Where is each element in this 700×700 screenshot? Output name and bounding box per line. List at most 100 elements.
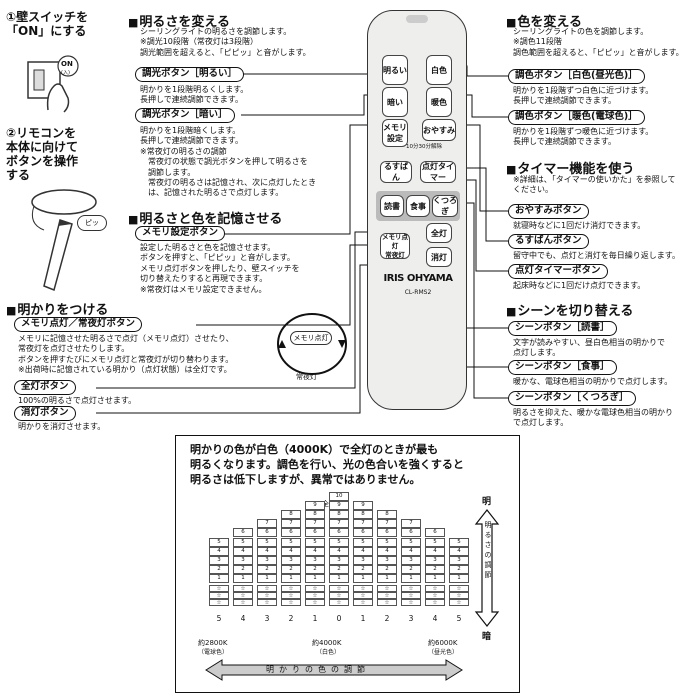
k-left-sub: （電球色） xyxy=(198,649,229,656)
brand-logo: IRIS OHYAMA xyxy=(383,273,453,284)
brightness-cell: 2 xyxy=(305,564,325,574)
brightness-cell: 2 xyxy=(425,564,445,574)
remote-scene-read-button[interactable]: 読書 xyxy=(380,195,404,217)
brightness-cell: 1 xyxy=(329,573,349,583)
brightness-cell: 7 xyxy=(329,519,349,529)
memory-light-desc: メモリに記憶させた明るさで点灯（メモリ点灯）させたり、 常夜灯を点灯させたりしま… xyxy=(18,334,234,375)
sleep-button-label: おやすみボタン xyxy=(508,204,589,219)
cycle-diagram-icon xyxy=(277,313,347,375)
brightness-cell: 3 xyxy=(425,555,445,565)
brightness-cell: 1 xyxy=(305,573,325,583)
brightness-cell: 3 xyxy=(449,555,469,565)
wall-switch-icon xyxy=(27,55,79,113)
remote-off-button[interactable]: 消灯 xyxy=(426,247,452,267)
axis-horizontal-label: 明かりの色の調節 xyxy=(266,665,370,674)
brightness-cell: 1 xyxy=(257,573,277,583)
remote-dark-button[interactable]: 暗い xyxy=(382,87,408,117)
brightness-cell: 8 xyxy=(305,510,325,520)
brightness-cell: 7 xyxy=(353,519,373,529)
night-light-cell: ☆ xyxy=(281,599,301,606)
night-light-cell: ☆ xyxy=(257,585,277,592)
brightness-cell: 3 xyxy=(377,555,397,565)
night-light-cell: ☆ xyxy=(401,592,421,599)
brightness-cell: 8 xyxy=(353,510,373,520)
remote-away-button[interactable]: るすばん xyxy=(380,161,412,183)
night-light-cell: ☆ xyxy=(425,585,445,592)
brightness-cell: 6 xyxy=(305,528,325,538)
night-light-cell: ☆ xyxy=(209,592,229,599)
switch-on-label: ON xyxy=(61,60,73,68)
night-light-cell: ☆ xyxy=(353,585,373,592)
night-light-cell: ☆ xyxy=(329,599,349,606)
night-light-cell: ☆ xyxy=(305,585,325,592)
remote-on-timer-button[interactable]: 点灯タイマー xyxy=(420,161,456,183)
scale-tick: 2 xyxy=(288,614,294,623)
night-light-cell: ☆ xyxy=(305,599,325,606)
night-light-cell: ☆ xyxy=(401,599,421,606)
night-light-cell: ☆ xyxy=(281,585,301,592)
scale-tick: 4 xyxy=(432,614,438,623)
remote-memory-set-button[interactable]: メモリ 設定 xyxy=(382,119,408,147)
brightness-cell: 2 xyxy=(353,564,373,574)
night-light-cell: ☆ xyxy=(377,599,397,606)
scale-tick: 1 xyxy=(312,614,318,623)
brightness-cell: 3 xyxy=(281,555,301,565)
remote-scene-relax-button[interactable]: くつろぎ xyxy=(432,195,458,217)
k-right-label: 約6000K xyxy=(428,639,458,647)
brightness-cell: 5 xyxy=(377,537,397,547)
brightness-cell: 4 xyxy=(233,546,253,556)
remote-sleep-button[interactable]: おやすみ xyxy=(422,119,456,141)
remote-bright-button[interactable]: 明るい xyxy=(382,55,408,85)
brightness-cell: 4 xyxy=(401,546,421,556)
remote-memory-light-button[interactable]: メモリ点灯 常夜灯 xyxy=(380,232,410,259)
step-1-text: ①壁スイッチを 「ON」にする xyxy=(6,10,89,38)
sleep-button-desc: 就寝時などに1回だけ消灯できます。 xyxy=(513,221,646,230)
brightness-cell: 7 xyxy=(305,519,325,529)
brightness-cell: 3 xyxy=(401,555,421,565)
scale-tick: 3 xyxy=(264,614,270,623)
night-light-cell: ☆ xyxy=(449,599,469,606)
scene-title: シーンを切り替える xyxy=(506,300,633,319)
brightness-cell: 8 xyxy=(329,510,349,520)
full-light-label: 全灯ボタン xyxy=(14,380,76,395)
color-desc: シーリングライトの色を調節します。 ※調色11段階 調色範囲を超えると、「ピピッ… xyxy=(513,27,684,57)
brightness-cell: 5 xyxy=(353,537,373,547)
night-light-cell: ☆ xyxy=(425,599,445,606)
remote-control: 明るい 暗い 白色 暖色 メモリ 設定 おやすみ 10分30分解除 るすばん 点… xyxy=(367,10,467,410)
horizontal-arrow-icon xyxy=(205,659,463,681)
brightness-cell: 4 xyxy=(353,546,373,556)
axis-dark-label: 暗 xyxy=(482,632,492,642)
brightness-cell: 7 xyxy=(377,519,397,529)
brightness-cell: 3 xyxy=(233,555,253,565)
brightness-cell: 7 xyxy=(281,519,301,529)
remote-scene-meal-button[interactable]: 食事 xyxy=(406,195,430,217)
scene-read-desc: 文字が読みやすい、昼白色相当の明かりで 点灯します。 xyxy=(513,338,665,358)
night-light-cell: ☆ xyxy=(329,585,349,592)
switch-on-sub: (入) xyxy=(61,70,70,76)
brightness-cell: 2 xyxy=(233,564,253,574)
scale-tick: 5 xyxy=(456,614,462,623)
night-light-cell: ☆ xyxy=(329,592,349,599)
brightness-cell: 6 xyxy=(257,528,277,538)
off-label: 消灯ボタン xyxy=(14,406,76,421)
remote-warm-button[interactable]: 暖色 xyxy=(426,87,452,117)
warm-button-label: 調色ボタン［暖色(電球色)］ xyxy=(508,110,645,125)
brightness-cell: 1 xyxy=(425,573,445,583)
brightness-cell: 6 xyxy=(353,528,373,538)
memory-desc: 設定した明るさと色を記憶させます。 ボタンを押すと、「ピピッ」と音がします。 メ… xyxy=(140,243,300,294)
scale-tick: 3 xyxy=(408,614,414,623)
on-timer-desc: 起床時などに1回だけ点灯できます。 xyxy=(513,281,646,290)
remote-white-button[interactable]: 白色 xyxy=(426,55,452,85)
brightness-cell: 1 xyxy=(353,573,373,583)
brightness-desc: シーリングライトの明るさを調節します。 ※調光10段階（常夜灯は3段階） 調光範… xyxy=(140,27,311,57)
brightness-cell: 3 xyxy=(353,555,373,565)
brightness-cell: 1 xyxy=(449,573,469,583)
brightness-cell: 1 xyxy=(209,573,229,583)
brightness-cell: 2 xyxy=(449,564,469,574)
night-light-cell: ☆ xyxy=(353,599,373,606)
k-right-sub: （昼光色） xyxy=(428,649,459,656)
night-light-cell: ☆ xyxy=(209,585,229,592)
remote-full-button[interactable]: 全灯 xyxy=(426,223,452,243)
brightness-title: 明るさを変える xyxy=(128,11,230,30)
on-timer-label: 点灯タイマーボタン xyxy=(508,264,608,279)
